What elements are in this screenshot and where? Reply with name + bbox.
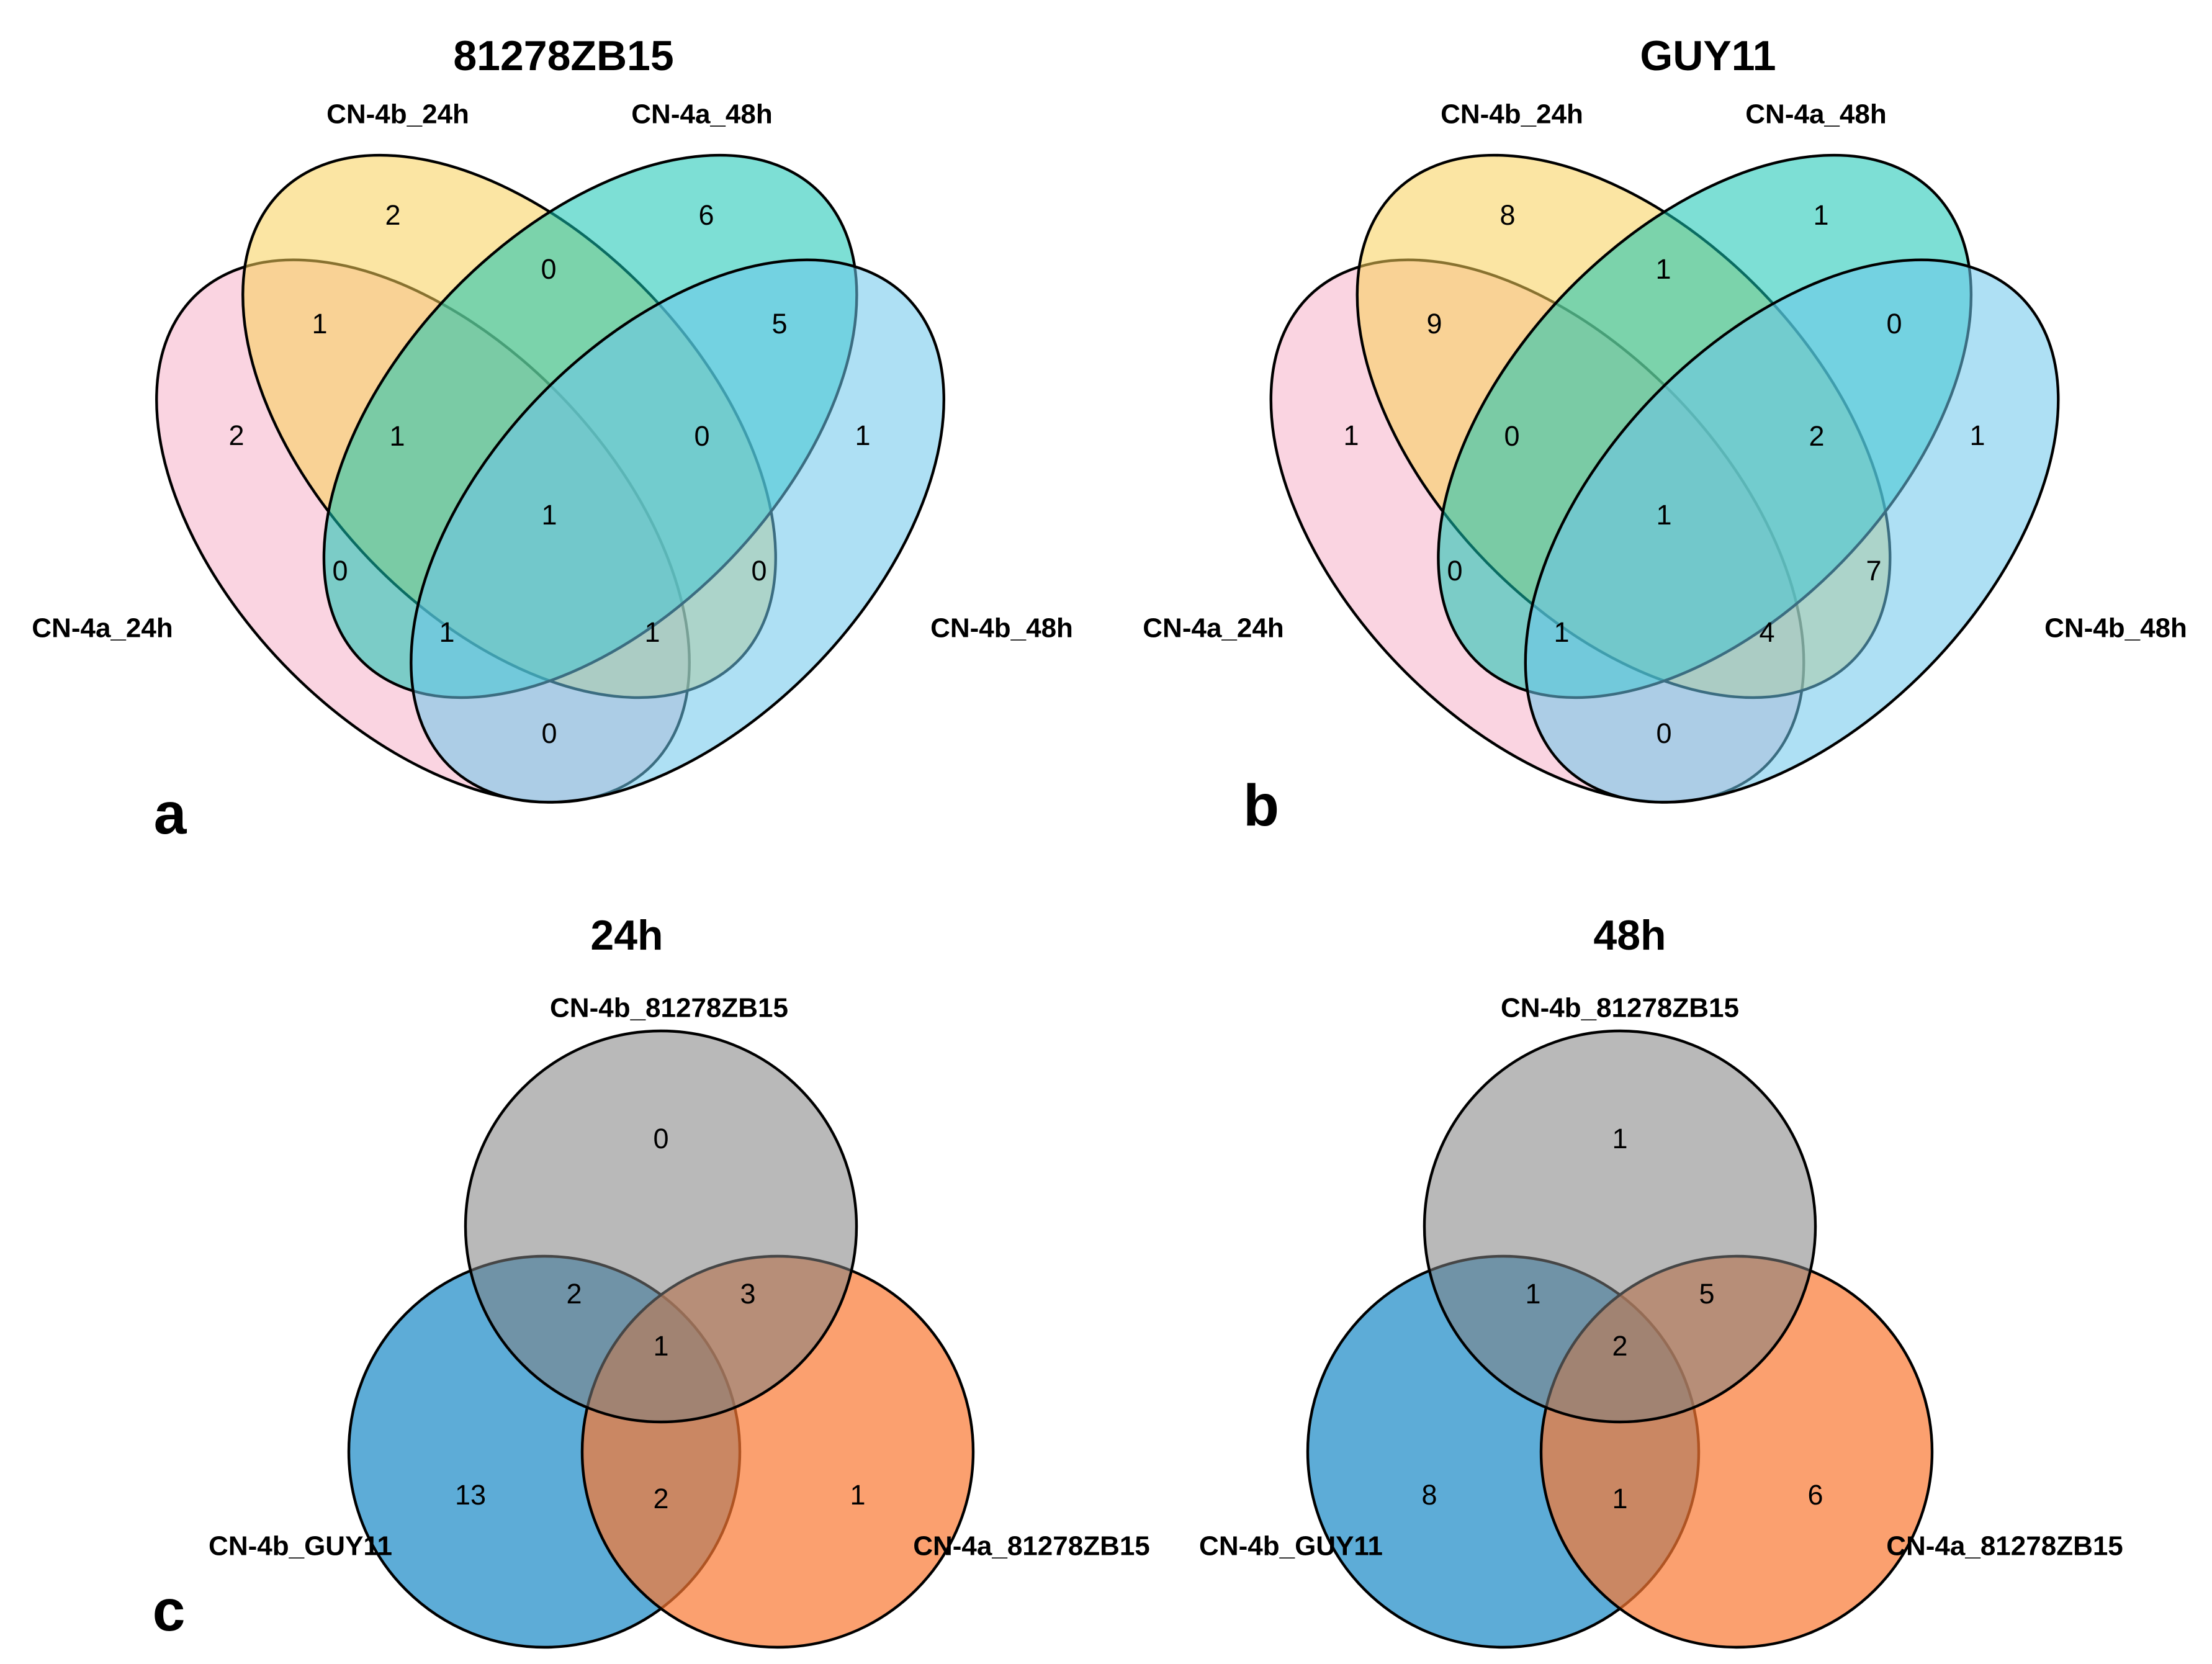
panel-a-ellipse-cn4b-48h bbox=[331, 150, 1024, 912]
panel-b-label-top-right: CN-4a_48h bbox=[1745, 99, 1886, 130]
panel-a-count-ABC: 1 bbox=[389, 420, 405, 452]
panel-c48-circle-cn4b-81278zb15 bbox=[1423, 1029, 1817, 1424]
panel-c24: 24h CN-4b_81278ZB15 CN-4b_GUY11 CN-4a_81… bbox=[153, 912, 1150, 1649]
panel-b-label-left: CN-4a_24h bbox=[1143, 613, 1284, 644]
panel-a-count-AD: 0 bbox=[541, 717, 557, 749]
panel-a-label-right: CN-4b_48h bbox=[930, 613, 1073, 644]
panel-a-count-ABD: 1 bbox=[644, 616, 660, 648]
panel-c48: 48h CN-4b_81278ZB15 CN-4b_GUY11 CN-4a_81… bbox=[1199, 912, 2123, 1649]
panel-b-label-top-left: CN-4b_24h bbox=[1441, 99, 1583, 130]
panel-c48-label-left: CN-4b_GUY11 bbox=[1199, 1531, 1383, 1562]
panel-a: 81278ZB15 CN-4b_24h CN-4a_48h CN-4a_24h … bbox=[32, 32, 1073, 912]
panel-b-venn bbox=[1191, 45, 2138, 912]
panel-a-count-A: 2 bbox=[228, 420, 244, 451]
panel-c24-label-left: CN-4b_GUY11 bbox=[209, 1531, 392, 1562]
panel-a-venn bbox=[77, 45, 1024, 912]
panel-c48-venn bbox=[1306, 1029, 1934, 1649]
panel-c48-count-left-right: 1 bbox=[1612, 1483, 1627, 1514]
panel-a-count-BCD: 0 bbox=[694, 420, 709, 452]
panel-a-count-ABCD: 1 bbox=[541, 499, 557, 531]
panel-b-count-BC: 1 bbox=[1655, 253, 1671, 285]
panel-a-letter: a bbox=[154, 781, 187, 847]
panel-c24-count-center: 1 bbox=[653, 1330, 668, 1362]
panel-b-count-CD: 0 bbox=[1886, 308, 1902, 340]
panel-a-count-CD: 5 bbox=[771, 308, 787, 340]
panel-c48-label-top: CN-4b_81278ZB15 bbox=[1501, 993, 1739, 1023]
panel-c48-count-right: 6 bbox=[1807, 1479, 1823, 1511]
panel-b-count-ABD: 4 bbox=[1759, 616, 1774, 648]
panel-c24-count-left: 13 bbox=[455, 1479, 486, 1511]
panel-c24-count-top: 0 bbox=[653, 1123, 668, 1154]
panel-c48-count-top-left: 1 bbox=[1525, 1278, 1540, 1310]
panel-a-count-ACD: 1 bbox=[439, 616, 454, 648]
panel-c48-count-left: 8 bbox=[1421, 1479, 1437, 1511]
panel-b: GUY11 CN-4b_24h CN-4a_48h CN-4a_24h CN-4… bbox=[1143, 32, 2187, 912]
panel-c-letter: c bbox=[153, 1578, 186, 1644]
panel-b-label-right: CN-4b_48h bbox=[2044, 613, 2187, 644]
panel-c24-count-top-right: 3 bbox=[740, 1278, 755, 1310]
panel-a-count-C: 6 bbox=[698, 199, 714, 231]
panel-b-count-B: 8 bbox=[1499, 199, 1515, 231]
panel-a-label-top-right: CN-4a_48h bbox=[631, 99, 772, 130]
panel-c24-count-top-left: 2 bbox=[566, 1278, 582, 1310]
panel-c24-circle-cn4b-81278zb15 bbox=[464, 1029, 858, 1424]
panel-b-count-AB: 9 bbox=[1426, 308, 1442, 340]
panel-c48-label-right: CN-4a_81278ZB15 bbox=[1886, 1531, 2123, 1562]
panel-c24-venn bbox=[347, 1029, 975, 1649]
panel-b-title: GUY11 bbox=[1640, 32, 1776, 79]
panel-c24-label-right: CN-4a_81278ZB15 bbox=[913, 1531, 1150, 1562]
panel-b-count-ACD: 1 bbox=[1553, 616, 1569, 648]
panel-a-count-BC: 0 bbox=[541, 253, 556, 285]
panel-a-count-BD: 0 bbox=[751, 555, 767, 587]
panel-c48-title: 48h bbox=[1593, 912, 1666, 959]
panel-b-count-BCD: 2 bbox=[1809, 420, 1824, 452]
panel-b-count-D: 1 bbox=[1969, 420, 1985, 451]
panel-c24-count-right: 1 bbox=[850, 1479, 865, 1511]
panel-c24-label-top: CN-4b_81278ZB15 bbox=[550, 993, 788, 1023]
panel-b-count-C: 1 bbox=[1813, 199, 1828, 231]
panel-a-count-AB: 1 bbox=[312, 308, 327, 340]
panel-b-count-AC: 0 bbox=[1447, 555, 1462, 587]
panel-a-label-top-left: CN-4b_24h bbox=[326, 99, 469, 130]
panel-b-count-ABC: 0 bbox=[1504, 420, 1519, 452]
panel-b-count-A: 1 bbox=[1343, 420, 1359, 451]
panel-b-letter: b bbox=[1243, 773, 1279, 839]
panel-b-count-AD: 0 bbox=[1656, 717, 1671, 749]
panel-c48-count-center: 2 bbox=[1612, 1330, 1627, 1362]
panel-b-count-BD: 7 bbox=[1866, 555, 1881, 587]
panel-b-ellipse-cn4b-48h bbox=[1445, 150, 2138, 912]
panel-a-count-AC: 0 bbox=[332, 555, 348, 587]
panel-c48-count-top-right: 5 bbox=[1699, 1278, 1714, 1310]
panel-c24-count-left-right: 2 bbox=[653, 1483, 668, 1514]
panel-a-label-left: CN-4a_24h bbox=[32, 613, 173, 644]
panel-a-title: 81278ZB15 bbox=[453, 32, 673, 79]
panel-c48-count-top: 1 bbox=[1612, 1123, 1627, 1154]
panel-a-count-D: 1 bbox=[855, 420, 870, 451]
panel-b-count-ABCD: 1 bbox=[1656, 499, 1671, 531]
panel-a-count-B: 2 bbox=[385, 199, 400, 231]
panel-c24-title: 24h bbox=[590, 912, 663, 959]
